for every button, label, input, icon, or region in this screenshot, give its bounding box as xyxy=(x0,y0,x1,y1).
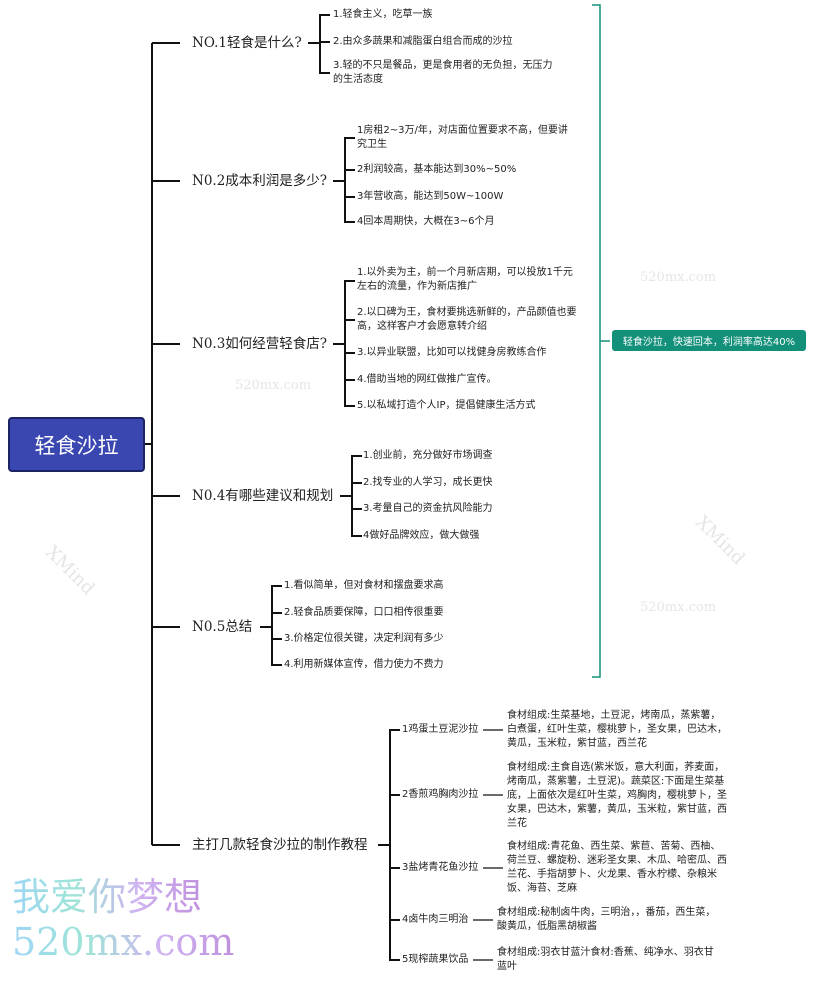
subtopic[interactable]: 4.利用新媒体宣传，借力使力不费力 xyxy=(284,659,444,670)
recipe-desc[interactable]: 食材组成:秘制卤牛肉，三明治，，番茄，西生菜，酸黄瓜，低脂黑胡椒酱 xyxy=(497,907,716,932)
subtopic[interactable]: 2.以口碑为王，食材要挑选新鲜的，产品颜值也要高，这样客户才会愿意转介绍 xyxy=(357,307,577,332)
summary-label[interactable]: 轻食沙拉，快速回本，利润率高达40% xyxy=(612,330,806,351)
subtopic[interactable]: 3.价格定位很关键，决定利润有多少 xyxy=(284,633,444,644)
recipe-name[interactable]: 1鸡蛋土豆泥沙拉 xyxy=(402,724,479,735)
root-topic[interactable]: 轻食沙拉 xyxy=(8,417,145,472)
subtopic[interactable]: 1.看似简单，但对食材和摆盘要求高 xyxy=(284,580,444,591)
recipe-name[interactable]: 3盐烤青花鱼沙拉 xyxy=(402,862,479,873)
recipe-name[interactable]: 4卤牛肉三明治 xyxy=(402,914,469,925)
subtopic[interactable]: 5.以私域打造个人IP，提倡健康生活方式 xyxy=(357,400,536,411)
subtopic[interactable]: 3.考量自己的资金抗风险能力 xyxy=(363,503,493,514)
subtopic[interactable]: 3年营收高，能达到50W~100W xyxy=(357,191,504,202)
subtopic[interactable]: 1.以外卖为主，前一个月新店期，可以投放1千元左右的流量，作为新店推广 xyxy=(357,267,573,292)
recipe-desc[interactable]: 食材组成:青花鱼、西生菜、紫苣、苦菊、西柚、荷兰豆、螺旋粉、迷彩圣女果、木瓜、哈… xyxy=(507,841,727,894)
root-label: 轻食沙拉 xyxy=(34,433,119,458)
subtopic[interactable]: 2.由众多蔬果和减脂蛋白组合而成的沙拉 xyxy=(333,36,513,47)
recipe-desc[interactable]: 食材组成:主食自选(紫米饭，意大利面，荞麦面，烤南瓜，蒸紫薯，土豆泥)。蔬菜区:… xyxy=(507,762,727,829)
subtopic[interactable]: 4做好品牌效应，做大做强 xyxy=(363,530,480,541)
subtopic[interactable]: 4.借助当地的网红做推广宣传。 xyxy=(357,374,497,385)
topic-recipes[interactable]: 主打几款轻食沙拉的制作教程 xyxy=(192,837,368,853)
subtopic[interactable]: 3.轻的不只是餐品，更是食用者的无负担，无压力的生活态度 xyxy=(333,60,553,85)
subtopic[interactable]: 1.创业前，充分做好市场调查 xyxy=(363,450,493,461)
summary-text: 轻食沙拉，快速回本，利润率高达40% xyxy=(622,337,796,348)
topic-no5[interactable]: N0.5总结 xyxy=(192,619,253,635)
subtopic[interactable]: 3.以异业联盟，比如可以找健身房教练合作 xyxy=(357,347,547,358)
recipe-name[interactable]: 2香煎鸡胸肉沙拉 xyxy=(402,789,479,800)
recipe-desc[interactable]: 食材组成:生菜基地，土豆泥，烤南瓜，蒸紫薯，白煮蛋，红叶生菜，樱桃萝卜，圣女果，… xyxy=(507,710,727,749)
topic-no4[interactable]: N0.4有哪些建议和规划 xyxy=(192,488,334,504)
topic-no1[interactable]: NO.1轻食是什么? xyxy=(192,35,302,51)
subtopic[interactable]: 1.轻食主义，吃草一族 xyxy=(333,9,433,20)
recipe-name[interactable]: 5现榨蔬果饮品 xyxy=(402,954,469,965)
subtopic[interactable]: 1房租2~3万/年，对店面位置要求不高，但要讲究卫生 xyxy=(357,125,568,150)
recipe-desc[interactable]: 食材组成:羽衣甘蓝汁食材:香蕉、纯净水、羽衣甘蓝叶 xyxy=(497,947,714,972)
subtopic[interactable]: 2.轻食品质要保障，口口相传很重要 xyxy=(284,607,444,618)
topic-no3[interactable]: N0.3如何经营轻食店? xyxy=(192,336,328,352)
subtopic[interactable]: 2.找专业的人学习，成长更快 xyxy=(363,477,493,488)
topic-no2[interactable]: N0.2成本利润是多少? xyxy=(192,173,328,189)
subtopic[interactable]: 2利润较高，基本能达到30%~50% xyxy=(357,164,517,175)
subtopic[interactable]: 4回本周期快，大概在3~6个月 xyxy=(357,216,495,227)
